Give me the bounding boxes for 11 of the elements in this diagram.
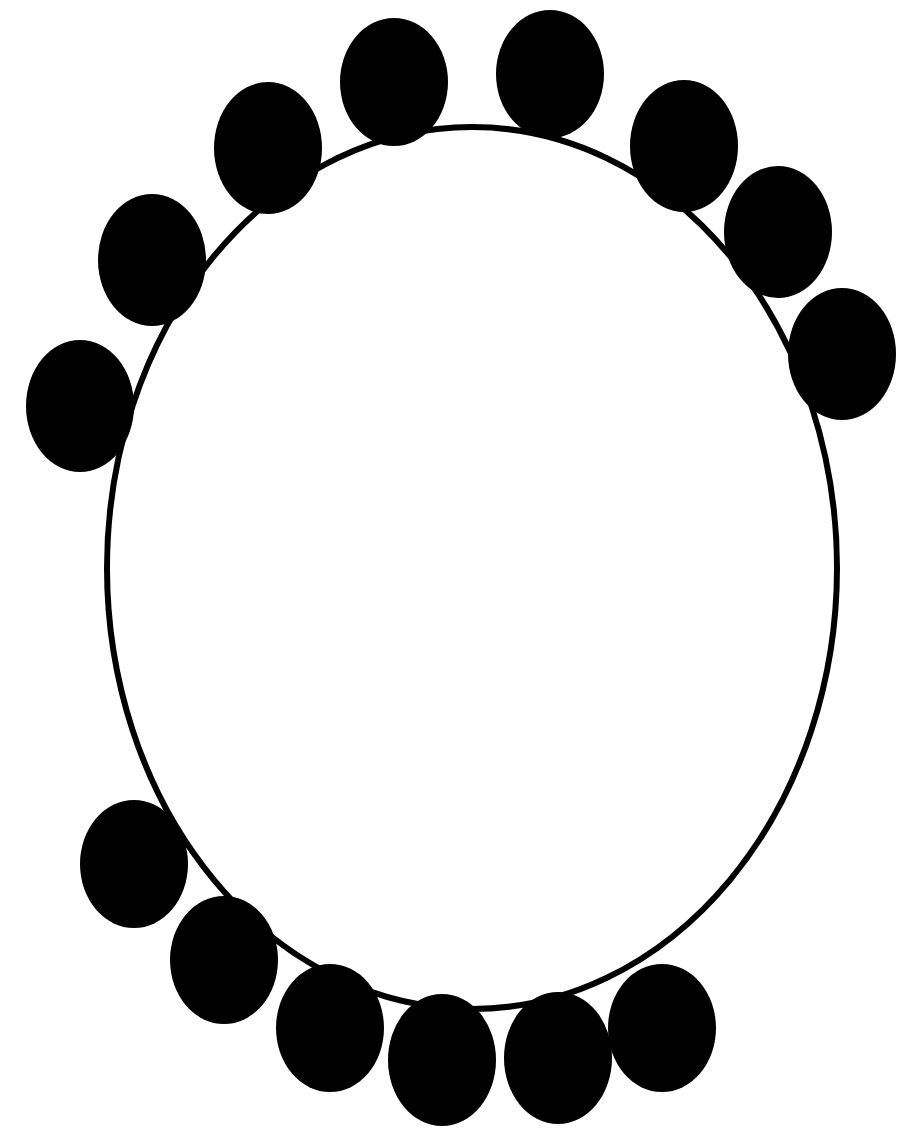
filled-circle — [504, 992, 612, 1124]
filled-circle — [608, 964, 716, 1092]
filled-circle — [340, 18, 448, 146]
filled-circle — [496, 10, 604, 138]
filled-circle — [276, 964, 384, 1092]
filled-circle — [724, 166, 832, 298]
filled-circle — [170, 896, 278, 1024]
filled-circle — [80, 800, 188, 928]
filled-circle — [388, 994, 496, 1126]
filled-circle — [26, 340, 134, 472]
filled-circle — [788, 288, 896, 420]
